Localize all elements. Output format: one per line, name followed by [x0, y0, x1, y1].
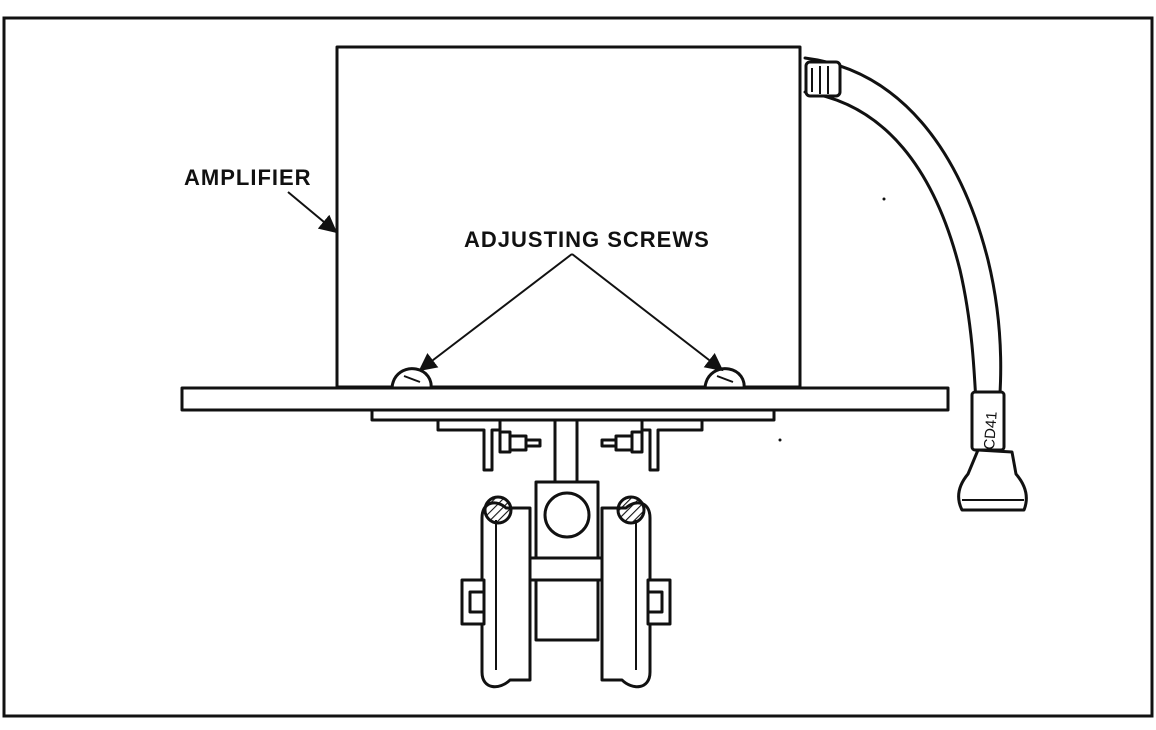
- amplifier-label: AMPLIFIER: [184, 165, 312, 190]
- pivot-arm: [525, 418, 609, 642]
- cable-tag: CD41: [981, 411, 1001, 450]
- bracket-left: [436, 418, 542, 472]
- wheel-left-rim-section: [483, 495, 513, 525]
- wheel-left: [460, 495, 532, 689]
- print-speck: [778, 438, 782, 442]
- cable-plug: [957, 448, 1028, 512]
- screw-leader-right: [571, 253, 724, 372]
- print-speck: [882, 197, 886, 201]
- wheel-right: [600, 495, 672, 689]
- mounting-plate: [180, 386, 950, 412]
- figure-border: [2, 16, 1154, 718]
- adjusting-screws-label: ADJUSTING SCREWS: [464, 227, 710, 252]
- amplifier-leader: [287, 191, 338, 234]
- cable: [803, 56, 1006, 452]
- bracket-right: [600, 418, 704, 472]
- wheel-right-rim-section: [616, 495, 646, 525]
- screw-leader-left: [418, 253, 573, 372]
- adjusting-screw-left: [390, 367, 433, 390]
- amplifier-housing: [335, 45, 802, 389]
- adjusting-screw-right: [703, 367, 746, 390]
